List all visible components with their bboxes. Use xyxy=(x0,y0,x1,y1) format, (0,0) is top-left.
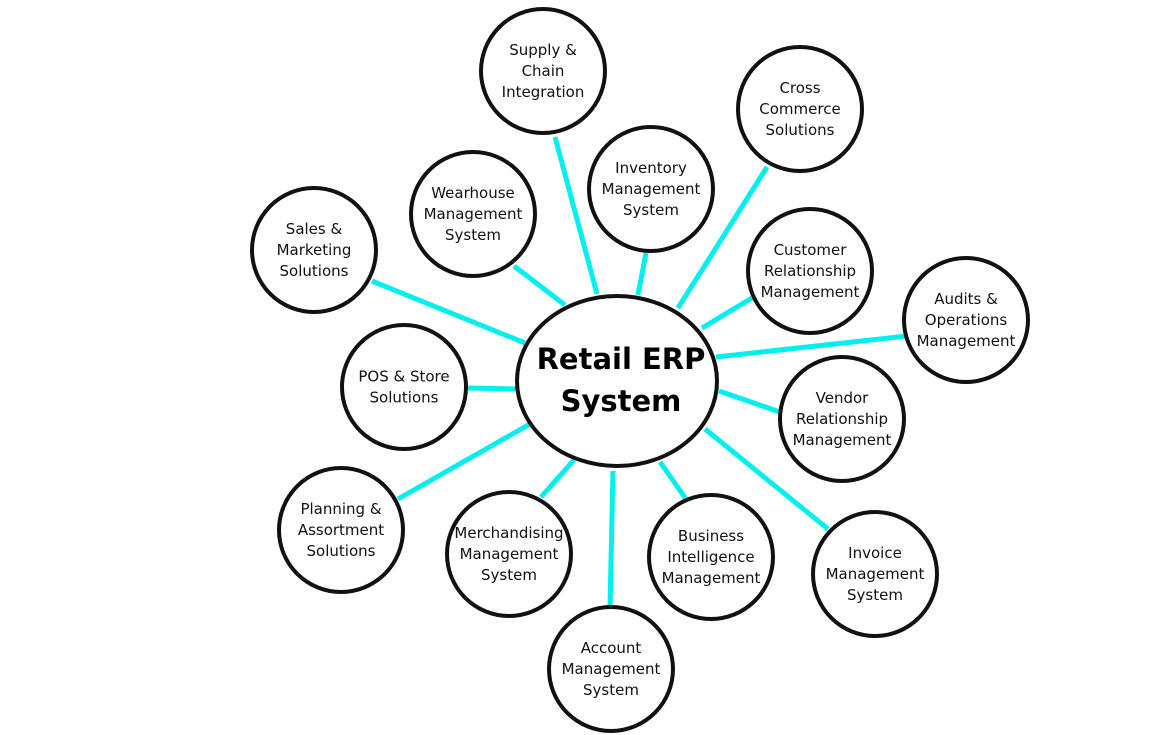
node-label-line: Supply & xyxy=(509,41,577,59)
node-label-line: Management xyxy=(662,569,761,587)
node-label-line: Vendor xyxy=(816,389,870,407)
node-label-line: POS & Store xyxy=(358,368,449,386)
node-label-line: Inventory xyxy=(615,159,687,177)
node-label-line: Commerce xyxy=(759,100,840,118)
node-circle-inventory-management-system xyxy=(587,125,715,253)
node-label-line: System xyxy=(481,566,537,584)
node-label-line: Solutions xyxy=(307,542,376,560)
center-node: Retail ERP System xyxy=(515,294,719,468)
connector-supply-chain-integration xyxy=(552,136,600,295)
node-circle-cross-commerce-solutions xyxy=(736,45,864,173)
center-ellipse xyxy=(515,294,719,468)
connector-business-intelligence-management xyxy=(657,460,689,501)
node-circle-sales-marketing-solutions xyxy=(250,186,378,314)
node-label-line: Customer xyxy=(774,241,848,259)
node-circle-vendor-relationship-management xyxy=(778,355,906,483)
node-label-line: Marketing xyxy=(277,241,352,259)
node-label-line: Management xyxy=(562,660,661,678)
node-circle-planning-assortment-solutions xyxy=(277,466,405,594)
node-circle-business-intelligence-management xyxy=(647,493,775,621)
node-label-line: Solutions xyxy=(370,389,439,407)
connector-invoice-management-system xyxy=(703,427,830,531)
node-label-line: Management xyxy=(602,180,701,198)
node-label-line: Relationship xyxy=(764,262,856,280)
node-label-line: Business xyxy=(678,527,744,545)
connector-merchandising-management-system xyxy=(539,458,576,499)
node-label-line: Merchandising xyxy=(454,524,563,542)
connector-pos-store-solutions xyxy=(467,385,518,392)
connector-wearhouse-management-system xyxy=(512,264,567,307)
connector-account-management-system xyxy=(607,470,616,608)
node-label-line: Chain xyxy=(522,62,565,80)
node-circle-merchandising-management-system xyxy=(445,490,573,618)
center-title-line-2: System xyxy=(561,384,682,418)
node-label-line: Assortment xyxy=(298,521,384,539)
node-circle-audits-operations-management xyxy=(902,256,1030,384)
connector-planning-assortment-solutions xyxy=(396,421,532,502)
node-label-line: Relationship xyxy=(796,410,888,428)
node-label-line: Solutions xyxy=(766,121,835,139)
node-label-line: Operations xyxy=(925,311,1008,329)
node-circle-invoice-management-system xyxy=(811,510,939,638)
node-label-line: System xyxy=(445,226,501,244)
node-circle-wearhouse-management-system xyxy=(409,150,537,278)
connector-sales-marketing-solutions xyxy=(371,278,526,346)
node-label-line: Cross xyxy=(779,79,820,97)
node-label-line: Management xyxy=(424,205,523,223)
node-circle-pos-store-solutions xyxy=(340,323,468,451)
connector-cross-commerce-solutions xyxy=(675,165,770,310)
node-circle-customer-relationship-management xyxy=(746,207,874,335)
node-label-line: Account xyxy=(581,639,642,657)
node-circle-supply-chain-integration xyxy=(479,7,607,135)
node-label-line: Invoice xyxy=(848,544,902,562)
node-label-line: Management xyxy=(761,283,860,301)
node-label-line: Intelligence xyxy=(667,548,754,566)
node-label-line: Management xyxy=(826,565,925,583)
node-label-line: System xyxy=(623,201,679,219)
center-title-line-1: Retail ERP xyxy=(537,342,706,376)
node-label-line: System xyxy=(583,681,639,699)
node-label-line: System xyxy=(847,586,903,604)
node-label-line: Integration xyxy=(502,83,585,101)
connector-vendor-relationship-management xyxy=(718,388,781,415)
connector-customer-relationship-management xyxy=(700,295,754,331)
node-label-line: Solutions xyxy=(280,262,349,280)
node-label-line: Sales & xyxy=(286,220,343,238)
connector-inventory-management-system xyxy=(635,252,649,296)
connector-lines xyxy=(371,136,908,608)
node-circle-account-management-system xyxy=(547,605,675,733)
connector-audits-operations-management xyxy=(715,333,908,360)
node-label-line: Wearhouse xyxy=(431,184,515,202)
node-label-line: Planning & xyxy=(300,500,381,518)
node-label-line: Management xyxy=(460,545,559,563)
node-label-line: Management xyxy=(793,431,892,449)
node-label-line: Management xyxy=(917,332,1016,350)
node-label-line: Audits & xyxy=(934,290,998,308)
